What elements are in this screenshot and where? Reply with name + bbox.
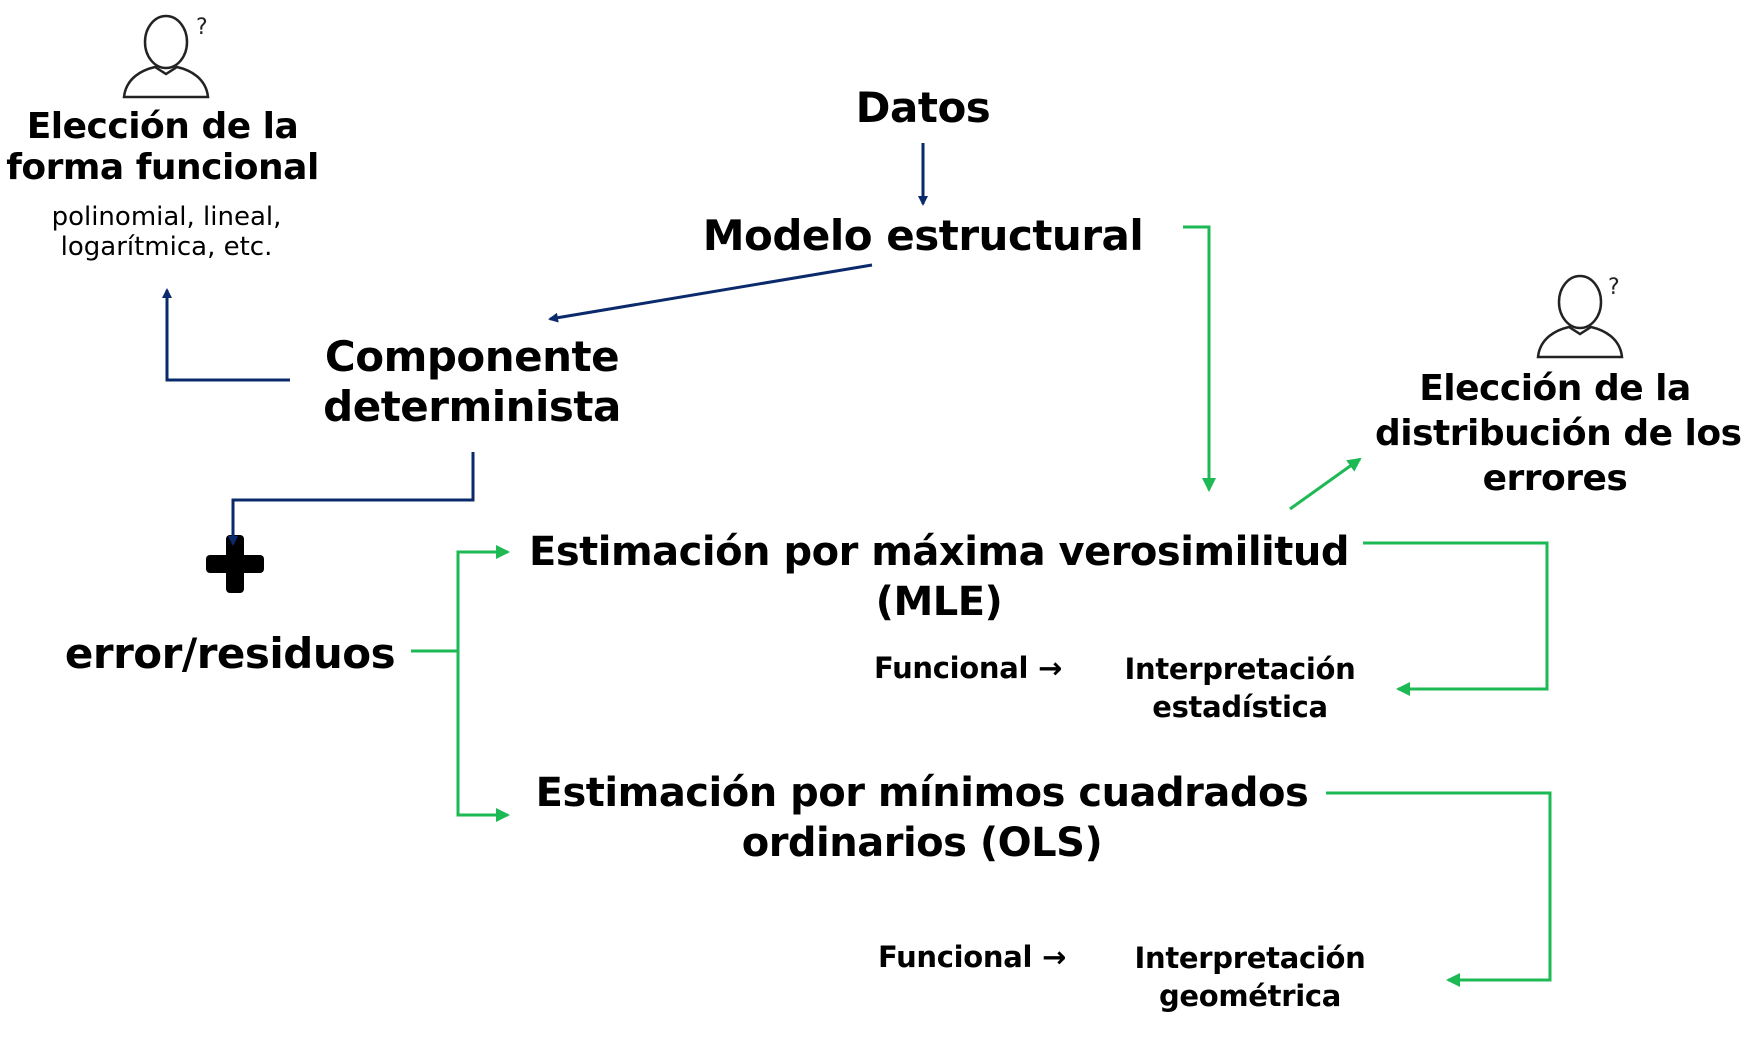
arrow-componente-to-plus	[228, 452, 475, 546]
plus-icon	[206, 535, 264, 593]
mle-label: Estimación por máxima verosimilitud (MLE…	[529, 529, 1349, 625]
ols-funcional-label: Funcional →	[878, 940, 1066, 974]
arrow-componente-to-forma	[162, 288, 290, 382]
person-question-icon: ?	[122, 14, 210, 99]
arrow-ols-to-interp	[1326, 791, 1552, 987]
arrow-mle-to-interp	[1363, 541, 1549, 696]
svg-text:?: ?	[196, 15, 208, 40]
arrow-mle-to-distribucion	[1289, 457, 1362, 511]
datos-label: Datos	[855, 83, 991, 132]
componente-determinista-label: Componente determinista	[323, 332, 621, 432]
forma-funcional-desc: polinomial, lineal, logarítmica, etc.	[51, 202, 282, 262]
distribucion-errores-label: Elección de la distribución de los error…	[1375, 368, 1742, 499]
arrow-modelo-to-mle	[1183, 225, 1216, 492]
arrow-modelo-to-componente	[548, 263, 873, 323]
modelo-estructural-label: Modelo estructural	[702, 211, 1144, 260]
error-residuos-label: error/residuos	[64, 629, 396, 678]
arrow-error-to-ols	[456, 651, 510, 822]
mle-interpretacion-label: Interpretación estadística	[1124, 652, 1356, 724]
forma-funcional-title: Elección de la forma funcional	[6, 106, 319, 189]
mle-funcional-label: Funcional →	[874, 651, 1062, 685]
ols-label: Estimación por mínimos cuadrados ordinar…	[535, 770, 1309, 866]
ols-interpretacion-label: Interpretación geométrica	[1134, 941, 1366, 1013]
arrow-error-to-mle	[456, 545, 510, 651]
svg-text:?: ?	[1608, 275, 1620, 300]
person-question-icon: ?	[1536, 274, 1624, 359]
